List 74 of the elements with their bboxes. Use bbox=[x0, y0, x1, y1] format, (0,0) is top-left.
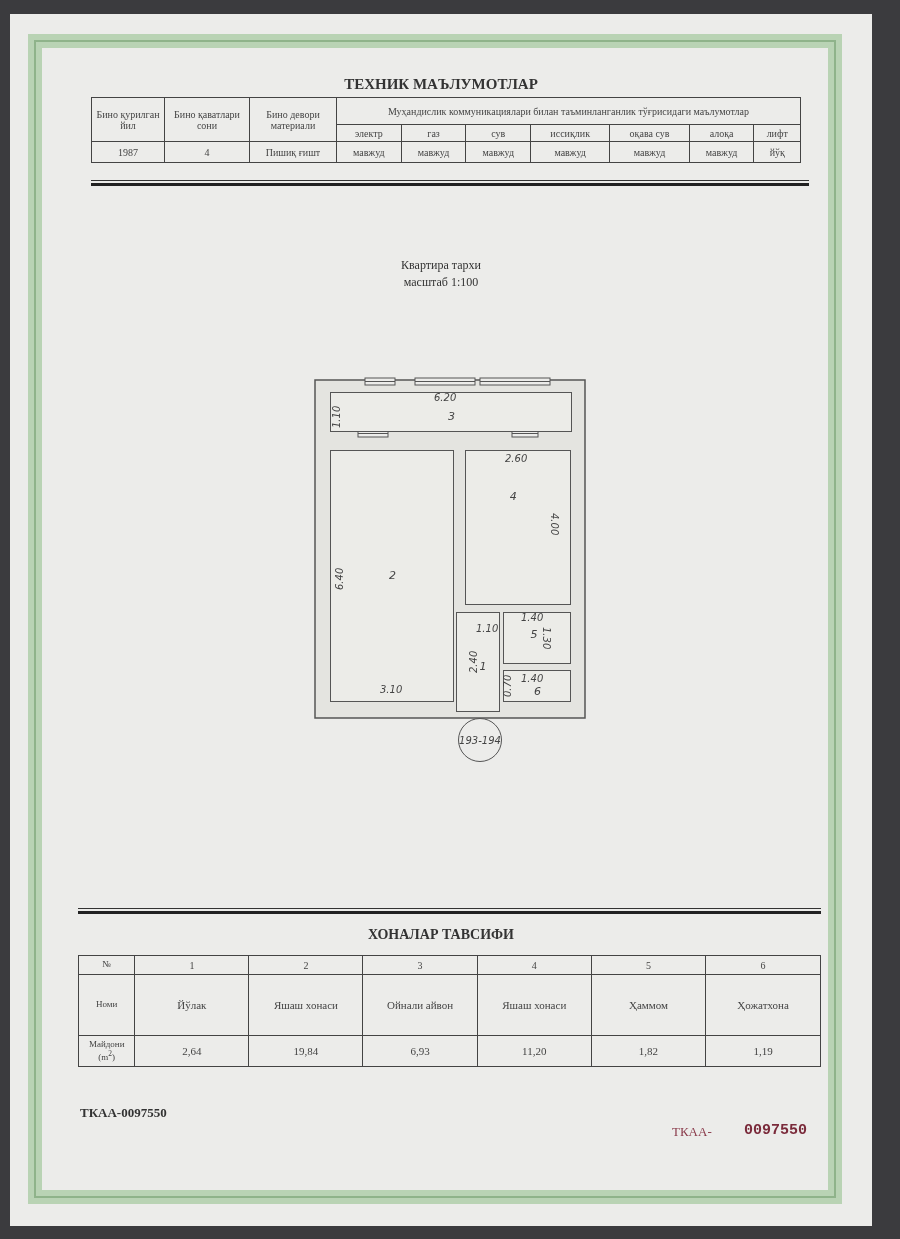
table-cell: сув bbox=[465, 124, 531, 142]
dimension-value: 1.40 bbox=[521, 612, 544, 623]
dimension-value: 6.40 bbox=[334, 567, 345, 590]
dimension-value: 2.60 bbox=[505, 453, 528, 464]
table-cell: алоқа bbox=[689, 124, 754, 142]
table-cell: йўқ bbox=[753, 141, 801, 163]
table-cell: 1,19 bbox=[705, 1035, 821, 1067]
table-cell: мавжуд bbox=[689, 141, 754, 163]
table-cell: 6 bbox=[705, 955, 821, 975]
plan-scale: масштаб 1:100 bbox=[402, 275, 480, 290]
dimension-value: 1.40 bbox=[521, 673, 544, 684]
table-cell: Номи bbox=[78, 974, 135, 1036]
table-cell: оқава сув bbox=[609, 124, 690, 142]
room-number: 3 bbox=[448, 409, 455, 423]
table-cell: Йўлак bbox=[134, 974, 249, 1036]
table-cell: Майдони (m$^{2}$) bbox=[78, 1035, 135, 1067]
table-cell: Ҳожатхона bbox=[705, 974, 821, 1036]
table-cell: 5 bbox=[591, 955, 706, 975]
table-cell: мавжуд bbox=[609, 141, 690, 163]
table-cell: 4 bbox=[477, 955, 592, 975]
table-cell: мавжуд bbox=[336, 141, 402, 163]
room-number: 2 bbox=[389, 569, 396, 582]
room-number: 4 bbox=[509, 489, 517, 503]
dimension-value: 1.10 bbox=[331, 405, 342, 428]
table-cell: газ bbox=[401, 124, 466, 142]
table-cell: мавжуд bbox=[401, 141, 466, 163]
table-cell: 1987 bbox=[91, 141, 165, 163]
dimension-value: 1.10 bbox=[476, 623, 499, 634]
table-cell: Яшаш хонаси bbox=[477, 974, 592, 1036]
table-cell: Яшаш хонаси bbox=[248, 974, 363, 1036]
table-cell: мавжуд bbox=[530, 141, 610, 163]
serial-prefix: ТКАА- bbox=[672, 1124, 712, 1140]
room-outline bbox=[330, 392, 572, 432]
table-cell: Пишиқ ғишт bbox=[249, 141, 337, 163]
dimension-value: 4.00 bbox=[549, 513, 560, 536]
room-outline bbox=[330, 450, 454, 702]
room-outline bbox=[503, 670, 571, 702]
room-number: 1 bbox=[479, 660, 487, 673]
table-cell: электр bbox=[336, 124, 402, 142]
table-cell: иссиқлик bbox=[530, 124, 610, 142]
dimension-value: 0.70 bbox=[502, 674, 513, 697]
table-cell: № bbox=[78, 955, 135, 975]
plan-caption: Квартира тархи bbox=[400, 258, 482, 273]
table-cell: 19,84 bbox=[248, 1035, 363, 1067]
table-cell: Бино девори материали bbox=[249, 97, 337, 142]
section-heading: ХОНАЛАР ТАВСИФИ bbox=[367, 927, 515, 943]
table-cell: Ҳаммом bbox=[591, 974, 706, 1036]
room-outline bbox=[456, 612, 500, 712]
document-title: ТЕХНИК МАЪЛУМОТЛАР bbox=[343, 76, 539, 93]
table-cell: Муҳандислик коммуникациялари билан таъминланганлик тўғрисидаги маълумотлар bbox=[336, 97, 801, 125]
room-number: 6 bbox=[534, 685, 541, 699]
dimension-value: 1.30 bbox=[541, 627, 552, 650]
serial-number: ТКАА-0097550 bbox=[80, 1105, 167, 1121]
dimension-value: 3.10 bbox=[380, 684, 403, 695]
table-cell: 6,93 bbox=[362, 1035, 478, 1067]
room-outline bbox=[465, 450, 571, 605]
table-cell: лифт bbox=[753, 124, 801, 142]
dimension-value: 2.40 bbox=[468, 650, 479, 673]
table-cell: 4 bbox=[164, 141, 250, 163]
table-cell: Бино қаватлари сони bbox=[164, 97, 250, 142]
serial-number: 0097550 bbox=[744, 1122, 807, 1139]
table-cell: 1 bbox=[134, 955, 249, 975]
table-cell: 2 bbox=[248, 955, 363, 975]
room-number: 5 bbox=[530, 628, 538, 642]
room-outline bbox=[503, 612, 571, 664]
dimension-value: 6.20 bbox=[434, 392, 457, 403]
table-cell: Ойнали айвон bbox=[362, 974, 478, 1036]
table-cell: 3 bbox=[362, 955, 478, 975]
table-cell: 1,82 bbox=[591, 1035, 706, 1067]
table-cell: мавжуд bbox=[465, 141, 531, 163]
table-cell: 2,64 bbox=[134, 1035, 249, 1067]
table-cell: Бино қурилган йил bbox=[91, 97, 165, 142]
table-cell: 11,20 bbox=[477, 1035, 592, 1067]
sheet-number: 193-194 bbox=[459, 734, 501, 746]
